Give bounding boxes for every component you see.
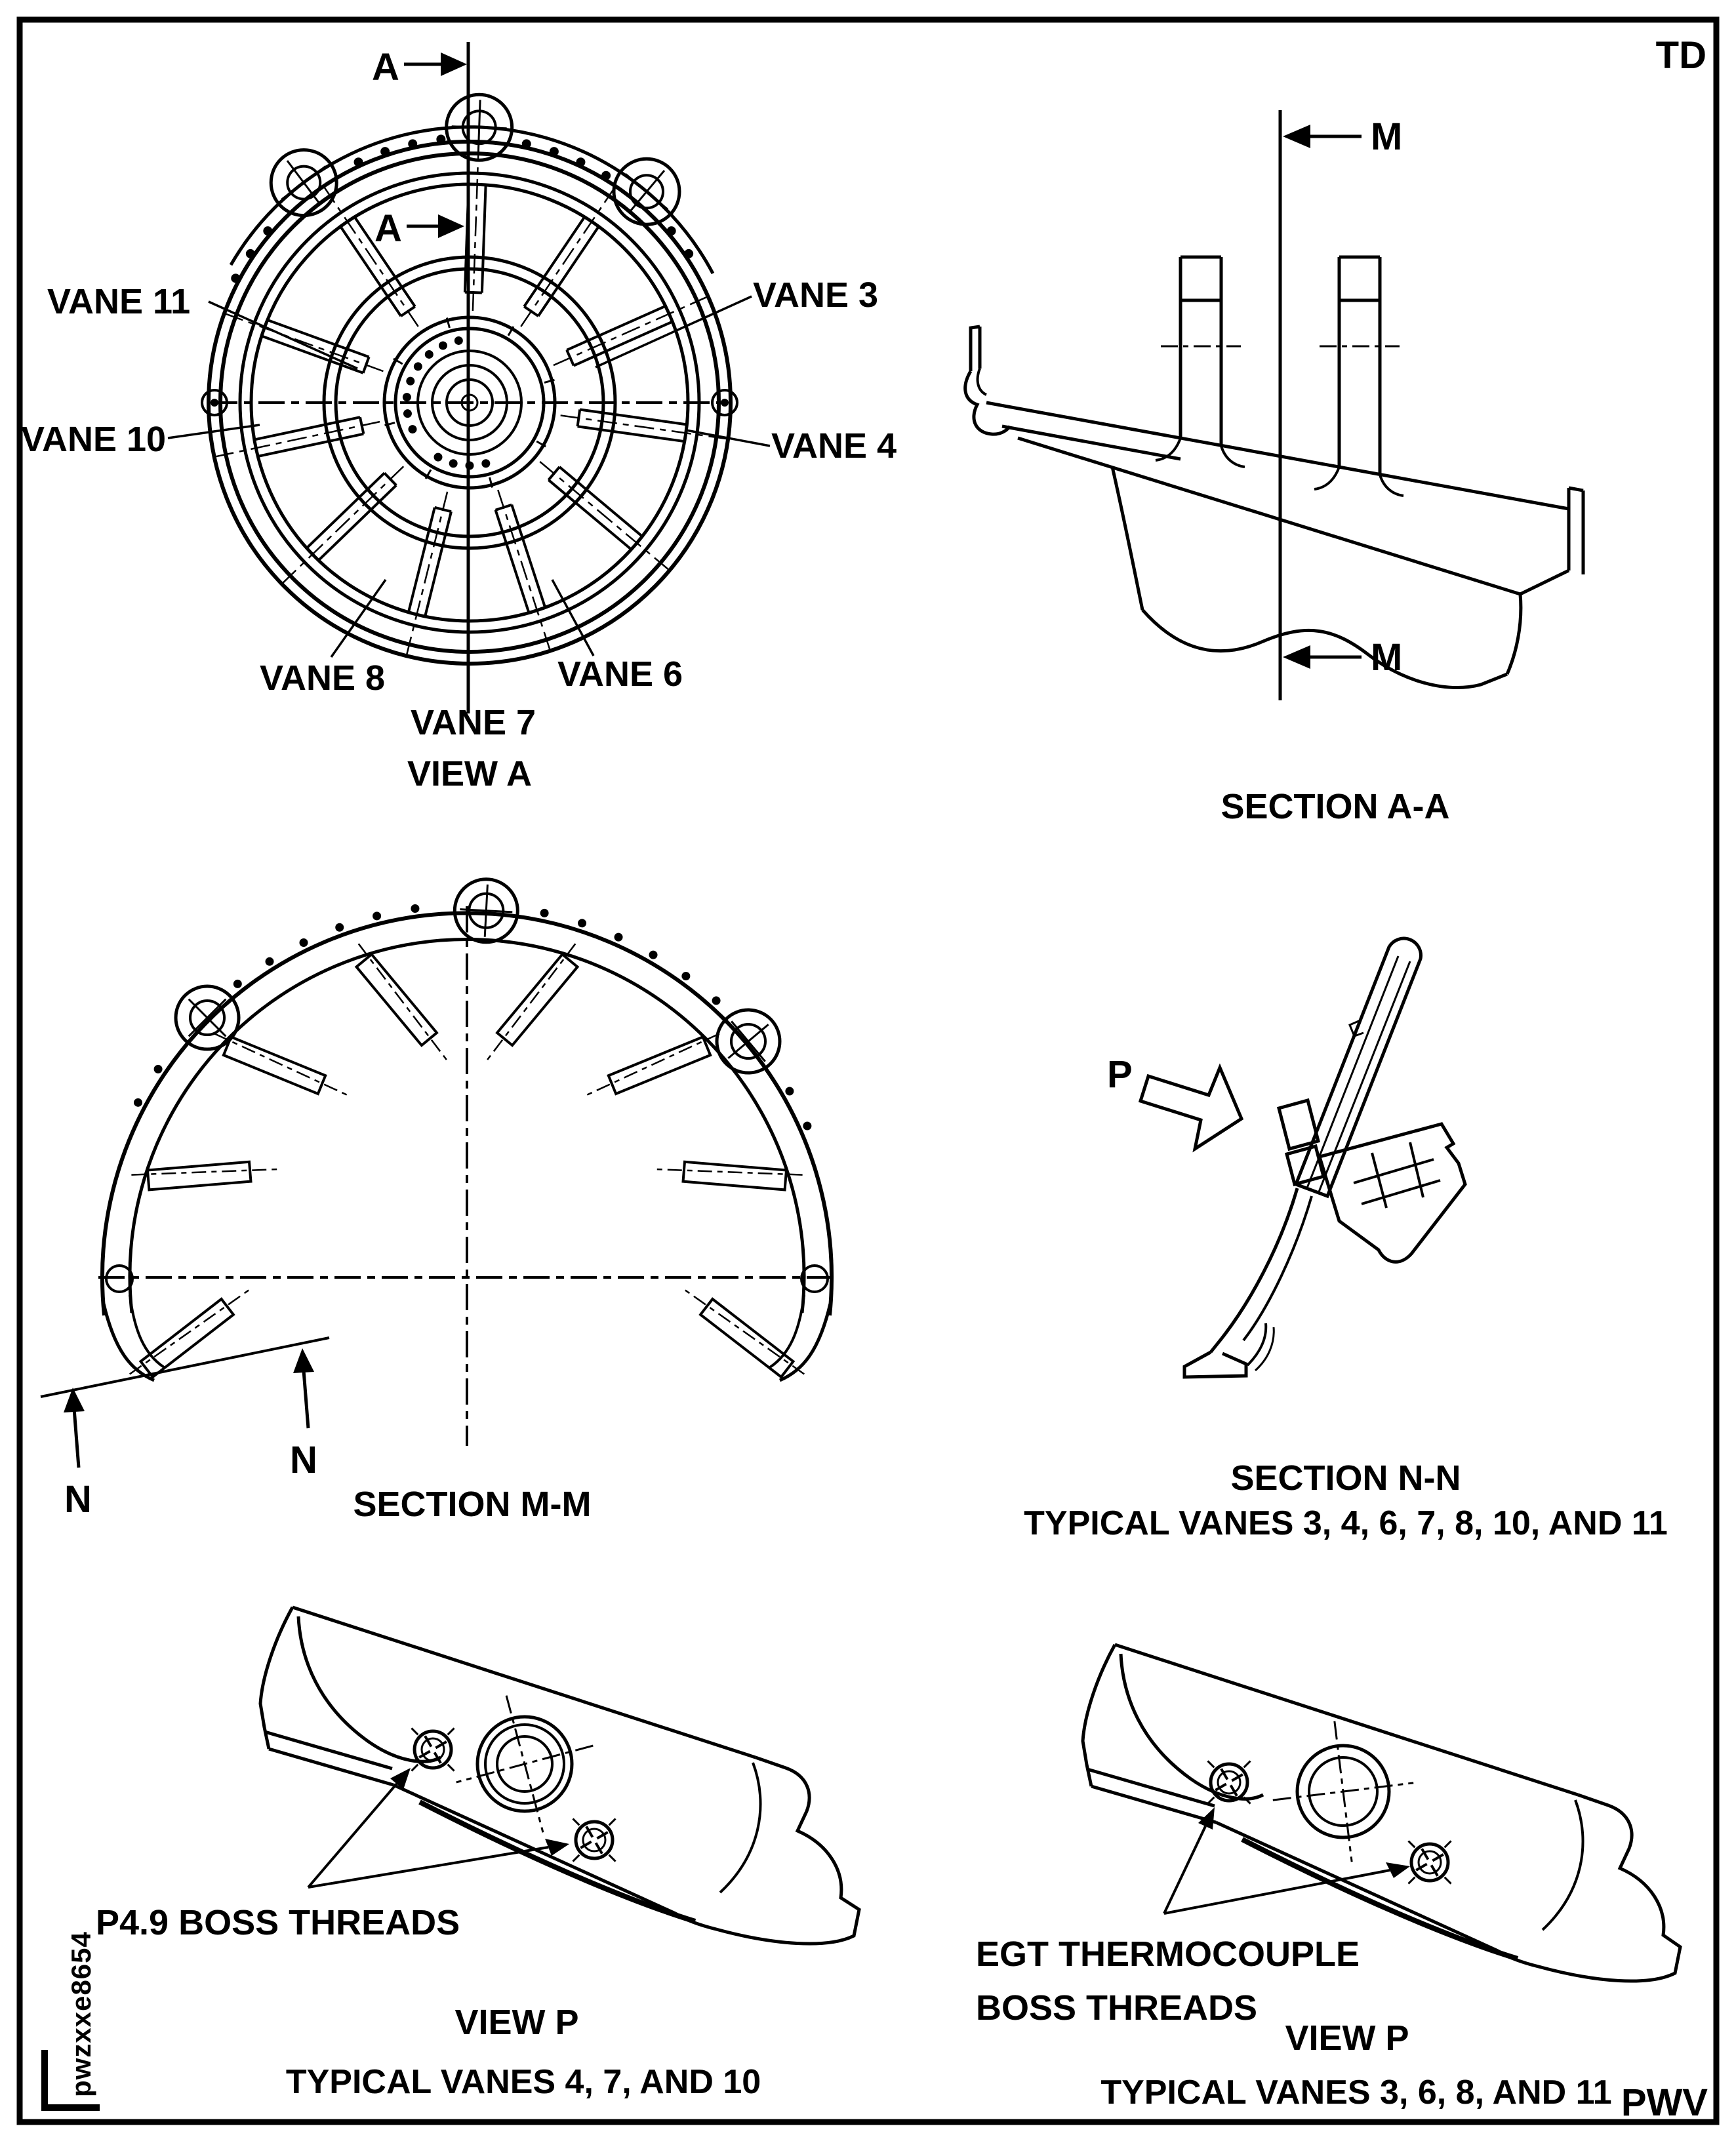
vane-blade xyxy=(1293,936,1423,1199)
egt-bosses xyxy=(1207,1721,1452,1885)
view-a-bolt-dots xyxy=(231,134,694,470)
view-arrow-p-block xyxy=(1138,1063,1244,1153)
egt-arrow-1-head xyxy=(1198,1807,1215,1830)
view-p-left-subcaption: TYPICAL VANES 4, 7, AND 10 xyxy=(286,2063,761,2101)
section-mm-drawing xyxy=(40,877,834,1468)
duct-right-flange xyxy=(1519,486,1585,596)
sheet-code-top-right: TD xyxy=(1656,34,1706,77)
duct-bottom-wall xyxy=(1017,436,1521,596)
label-vane-3: VANE 3 xyxy=(753,275,878,315)
section-nn-cut-line xyxy=(40,1336,330,1398)
cut-arrow-n2-head xyxy=(293,1348,314,1373)
cut-letter-a1: A xyxy=(372,46,399,89)
cut-arrow-n1-line xyxy=(72,1408,81,1468)
vane-collar-lower xyxy=(1284,1144,1326,1187)
cut-letter-m1: M xyxy=(1371,115,1402,158)
cut-arrow-m2-head xyxy=(1283,645,1310,669)
label-vane-6: VANE 6 xyxy=(557,654,683,694)
callout-arrow-2-head xyxy=(545,1839,569,1856)
view-p-right-drawing xyxy=(1081,1643,1682,1983)
label-vane-11: VANE 11 xyxy=(47,282,190,321)
section-aa-caption: SECTION A-A xyxy=(1221,787,1450,826)
cut-arrow-m1-head xyxy=(1283,125,1310,148)
stamp-code-group: pwzxxe8654 xyxy=(41,1931,100,2111)
vane-collar-upper xyxy=(1276,1098,1321,1152)
egt-callout-line1: EGT THERMOCOUPLE xyxy=(976,1934,1360,1974)
view-p-right-subcaption: TYPICAL VANES 3, 6, 8, AND 11 xyxy=(1100,2073,1611,2112)
section-nn-subcaption: TYPICAL VANES 3, 4, 6, 7, 8, 10, AND 11 xyxy=(1024,1504,1668,1542)
duct-left-flange xyxy=(969,325,982,371)
duct-post-1 xyxy=(1155,255,1245,468)
section-aa-drawing xyxy=(963,110,1585,700)
section-nn-drawing xyxy=(1138,936,1467,1379)
stamp-bracket xyxy=(41,2050,100,2111)
p49-bosses xyxy=(411,1695,616,1862)
view-p-left-drawing xyxy=(258,1605,861,1946)
p49-callout-label: P4.9 BOSS THREADS xyxy=(96,1903,460,1942)
view-a-caption: VIEW A xyxy=(407,754,532,793)
view-p-left-caption: VIEW P xyxy=(454,2003,578,2042)
cut-letter-n2: N xyxy=(290,1439,317,1481)
view-a-lug-bosses xyxy=(269,92,681,226)
label-vane-10: VANE 10 xyxy=(21,420,166,459)
cut-letter-a2: A xyxy=(374,207,402,250)
figure-border xyxy=(16,16,1720,2125)
arch-bolt-dots xyxy=(133,904,812,1131)
duct-post-2 xyxy=(1314,255,1404,497)
view-a-hub-ticks xyxy=(384,317,555,488)
egt-callout-line2: BOSS THREADS xyxy=(976,1988,1257,2028)
duct-break-line xyxy=(1141,609,1508,689)
callout-arrow-1-head xyxy=(390,1768,411,1790)
view-a-leader-lines xyxy=(167,295,771,658)
cut-letter-m2: M xyxy=(1371,636,1402,679)
stamp-code-text: pwzxxe8654 xyxy=(66,1931,96,2097)
label-vane-7: VANE 7 xyxy=(411,703,536,742)
view-letter-p: P xyxy=(1107,1053,1133,1096)
arch-vane-stubs xyxy=(129,943,805,1379)
callout-arrow-1-line xyxy=(307,1782,398,1889)
label-vane-8: VANE 8 xyxy=(260,658,385,698)
egt-arrow-2-head xyxy=(1386,1862,1410,1878)
cut-arrow-n2-line xyxy=(302,1370,310,1429)
sheet-code-bottom-right: PWV xyxy=(1621,2081,1708,2124)
label-vane-4: VANE 4 xyxy=(771,426,897,466)
view-a-drawing xyxy=(167,42,771,713)
view-p-right-caption: VIEW P xyxy=(1285,2018,1409,2058)
egt-arrow-1-line xyxy=(1163,1826,1207,1914)
arch-lug-bosses xyxy=(174,877,782,1075)
cut-letter-n1: N xyxy=(64,1478,92,1521)
section-mm-caption: SECTION M-M xyxy=(353,1485,592,1524)
cut-arrow-n1-head xyxy=(64,1388,85,1412)
section-nn-caption: SECTION N-N xyxy=(1231,1458,1461,1498)
view-a-vane-spokes xyxy=(215,143,727,655)
vane-foot xyxy=(1182,1350,1248,1379)
vane-leg xyxy=(1209,1188,1299,1353)
cut-arrow-a2-head xyxy=(438,214,464,238)
vane-platform-block xyxy=(1317,1122,1467,1264)
duct-top-surface xyxy=(986,401,1569,511)
egt-arrow-2-line xyxy=(1163,1869,1390,1915)
callout-arrow-2-line xyxy=(308,1846,549,1889)
cut-arrow-a1-head xyxy=(441,52,467,76)
